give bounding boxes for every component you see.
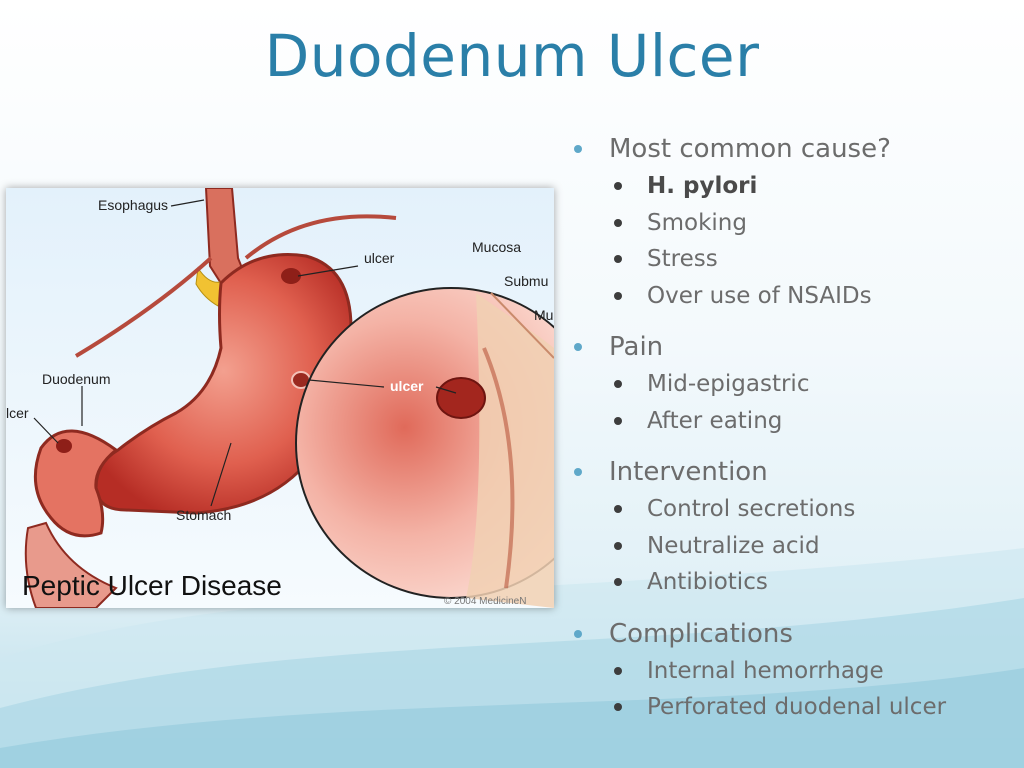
list-item: Smoking [574,205,1014,242]
sub-bullet-dot-icon [614,182,622,191]
sub-bullet-dot-icon [614,578,622,587]
list-item: Internal hemorrhage [574,653,1014,690]
sub-bullet-dot-icon [614,666,622,675]
label-muscle: Mu [534,307,553,323]
list-item: Antibiotics [574,564,1014,601]
sub-bullet-dot-icon [614,416,622,425]
list-item: Complications [574,615,1014,653]
bullet-heading: Most common cause? [609,134,891,164]
list-item: Mid-epigastric [574,366,1014,403]
sub-bullet-text: Neutralize acid [647,532,820,559]
sub-bullet-text: Internal hemorrhage [647,657,884,684]
bullet-dot-icon [574,468,582,476]
peptic-ulcer-illustration: Esophagus ulcer Mucosa Submu Mu Duodenum… [6,188,554,608]
sub-bullet-dot-icon [614,541,622,550]
list-item: Most common cause? [574,130,1014,168]
sub-bullet-text: H. pylori [647,173,758,200]
figure-copyright: © 2004 MedicineN [444,596,526,607]
background-wave [0,548,1024,768]
label-esophagus: Esophagus [98,197,168,213]
bullet-heading: Pain [609,332,664,362]
section-common-cause: Most common cause? H. pylori Smoking Str… [574,130,1014,314]
list-item: Perforated duodenal ulcer [574,689,1014,726]
sub-bullet-text: Smoking [647,209,747,236]
list-item: Pain [574,328,1014,366]
bullet-dot-icon [574,629,582,638]
sub-bullet-dot-icon [614,703,622,712]
label-duodenum: Duodenum [42,371,111,387]
bullet-heading: Intervention [609,457,768,487]
list-item: Control secretions [574,491,1014,528]
label-ulcer-left: lcer [6,405,29,421]
label-ulcer-middle: ulcer [390,378,424,394]
sub-bullet-dot-icon [614,255,622,264]
label-submucosa: Submu [504,273,548,289]
sub-bullet-text: Control secretions [647,496,856,523]
sub-bullet-text: Perforated duodenal ulcer [647,694,947,721]
sub-bullet-dot-icon [614,380,622,389]
bullet-dot-icon [574,145,582,153]
slide-title: Duodenum Ulcer [264,22,760,90]
label-stomach: Stomach [176,507,231,523]
section-pain: Pain Mid-epigastric After eating [574,328,1014,439]
bullet-dot-icon [574,343,582,351]
figure-caption: Peptic Ulcer Disease [22,570,282,601]
list-item: Over use of NSAIDs [574,278,1014,315]
label-ulcer-top: ulcer [364,250,395,266]
sub-bullet-text: Antibiotics [647,569,768,596]
sub-bullet-dot-icon [614,505,622,514]
sub-bullet-dot-icon [614,291,622,300]
bullet-list: Most common cause? H. pylori Smoking Str… [574,130,1014,740]
sub-bullet-text: After eating [647,407,783,434]
sub-bullet-text: Over use of NSAIDs [647,282,872,309]
section-complications: Complications Internal hemorrhage Perfor… [574,615,1014,726]
list-item: H. pylori [574,168,1014,205]
list-item: Neutralize acid [574,528,1014,565]
label-mucosa: Mucosa [472,239,521,255]
bullet-heading: Complications [609,618,793,649]
sub-bullet-text: Mid-epigastric [647,371,810,398]
sub-bullet-dot-icon [614,218,622,227]
sub-bullet-text: Stress [647,246,718,273]
section-intervention: Intervention Control secretions Neutrali… [574,453,1014,601]
list-item: Intervention [574,453,1014,491]
list-item: After eating [574,403,1014,440]
list-item: Stress [574,241,1014,278]
